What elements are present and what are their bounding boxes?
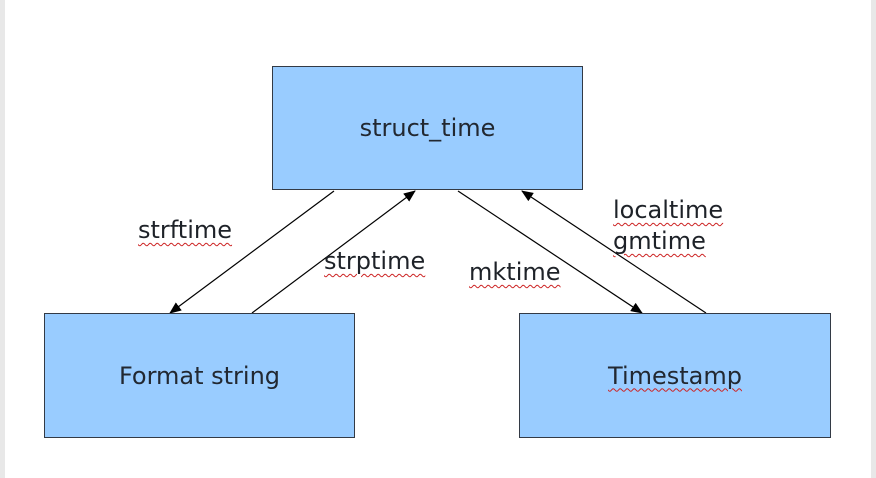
edge-label-gmtime: gmtime <box>613 227 706 255</box>
edge-strptime-arrow <box>251 190 416 314</box>
edge-label-strftime: strftime <box>138 216 233 244</box>
struct-time-label: struct_time <box>359 114 496 142</box>
edge-label-mktime: mktime <box>469 258 561 286</box>
struct-time-node: struct_time <box>272 66 583 190</box>
timestamp-label: Timestamp <box>608 361 742 390</box>
edge-label-localtime: localtime <box>613 196 724 224</box>
edge-mktime-arrow <box>457 190 643 314</box>
format-string-node: Format string <box>44 313 355 438</box>
timestamp-node: Timestamp <box>519 313 831 438</box>
format-string-label: Format string <box>118 361 281 390</box>
edge-strftime-arrow <box>169 190 335 314</box>
edge-localtime-gmtime-arrow <box>521 190 707 314</box>
edge-label-strptime: strptime <box>324 247 426 275</box>
